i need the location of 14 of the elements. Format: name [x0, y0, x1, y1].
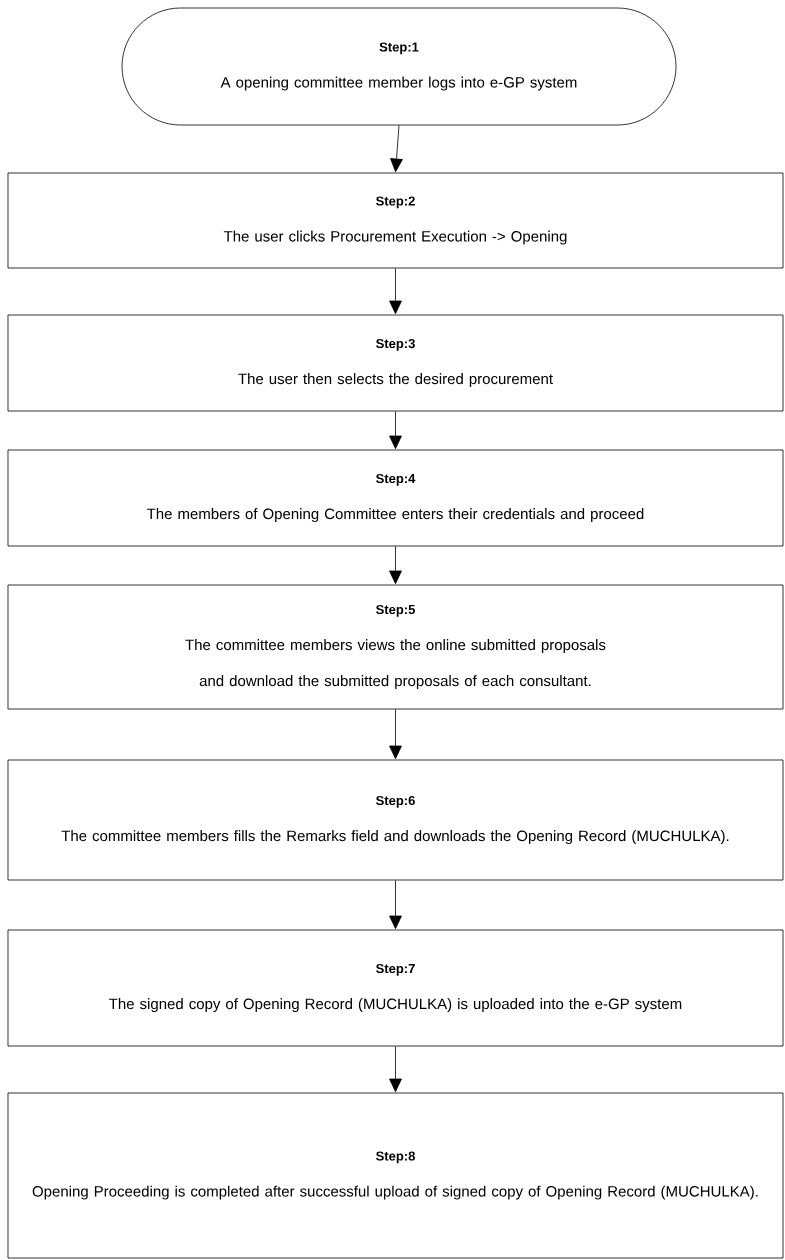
arrow — [389, 546, 402, 585]
arrow — [390, 125, 403, 173]
arrow — [389, 880, 402, 930]
process-box: Step:3 The user then selects the desired procurement — [7, 314, 784, 412]
process-box: Step:5 The committee members views the online submitted proposals and download the submitted proposals of each consultant. — [7, 584, 784, 710]
process-box: Step:7 The signed copy of Opening Record (MUCHULKA) is uploaded into the e-GP system — [7, 929, 784, 1047]
process-box: Step:6 The committee members fills the Remarks field and downloads the Opening Record (MUCHULKA). — [7, 759, 784, 881]
arrow — [389, 268, 402, 315]
process-box: Step:8 Opening Proceeding is completed after successful upload of signed copy of Opening Record (MUCHULKA). — [7, 1092, 784, 1259]
arrow — [389, 709, 402, 760]
process-box: Step:4 The members of Opening Committee enters their credentials and proceed — [7, 449, 784, 547]
process-box: Step:2 The user clicks Procurement Execution -> Opening — [7, 172, 784, 269]
arrow — [389, 1046, 402, 1093]
arrow — [389, 411, 402, 450]
